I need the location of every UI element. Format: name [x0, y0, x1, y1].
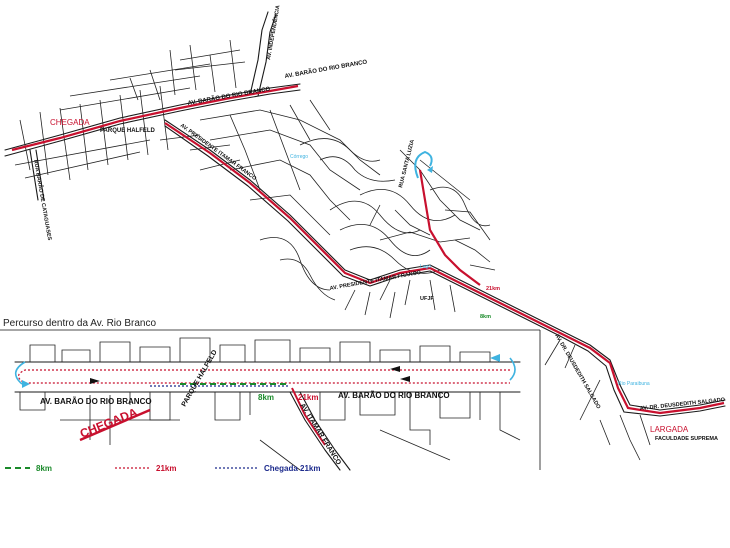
inset-streets [14, 337, 521, 471]
street-label: RUA BARÃO DE CATAGUASES [32, 159, 53, 241]
street-label: AV. BARÃO DO RIO BRANCO [284, 58, 368, 79]
park-label: PARQUE HALFELD [181, 349, 219, 408]
street-label: RUA SANTA LUZIA [398, 139, 416, 188]
inset-title: Percurso dentro da Av. Rio Branco [3, 318, 156, 329]
water-label: Córrego [290, 154, 308, 160]
legend-8km-label: 8km [36, 464, 52, 473]
water-label: Lago [420, 264, 431, 270]
place-label: FACULDADE SUPREMA [655, 436, 718, 442]
km-marker: 21km [486, 286, 500, 292]
upper-street-labels: AV. BARÃO DO RIO BRANCO AV. BARÃO DO RIO… [32, 4, 726, 442]
street-label: AV. DR. DEUSDEDITH SALGADO [553, 333, 601, 411]
place-label: PARQUE HALFELD [100, 128, 156, 134]
legend: 8km 21km Chegada 21km [5, 464, 320, 473]
inset-routes [14, 354, 516, 446]
inset-km-21: 21km [298, 393, 318, 402]
legend-21km-label: 21km [156, 464, 176, 473]
race-route-upper [11, 84, 725, 415]
inset-labels: AV. BARÃO DO RIO BRANCO AV. BARÃO DO RIO… [40, 349, 450, 467]
legend-chegada-label: Chegada 21km [264, 464, 320, 473]
finish-label: CHEGADA [50, 118, 90, 127]
inset-km-8: 8km [258, 393, 274, 402]
place-label: UFJF [420, 296, 434, 302]
water-label: Rio Paraibuna [618, 381, 650, 387]
street-label-left: AV. BARÃO DO RIO BRANCO [40, 397, 152, 406]
inset-finish-label: CHEGADA [78, 405, 140, 441]
start-label: LARGADA [650, 425, 689, 434]
km-marker: 8km [480, 314, 491, 320]
inset-frame: Percurso dentro da Av. Rio Branco [0, 318, 541, 470]
street-label: AV. INDEPENDÊNCIA [264, 4, 281, 60]
street-network [4, 11, 726, 461]
street-label-right: AV. BARÃO DO RIO BRANCO [338, 391, 450, 400]
